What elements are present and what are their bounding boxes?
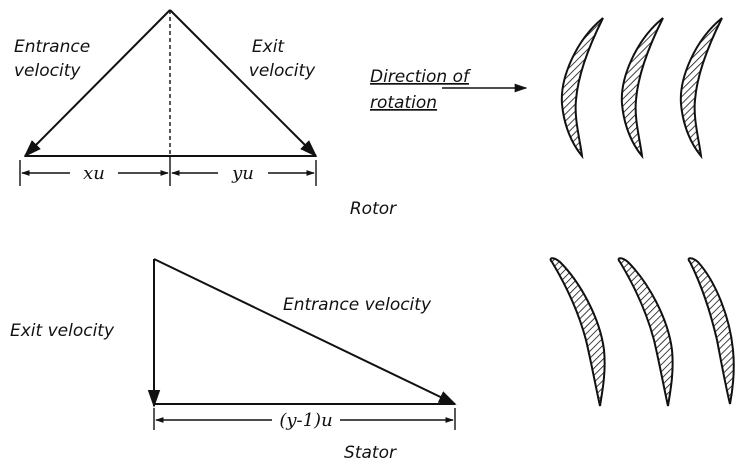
rotor-blade-2 xyxy=(620,17,664,160)
rotor-entrance-label-line1: Entrance xyxy=(14,37,90,57)
stator-blade-3 xyxy=(687,257,735,405)
rotor-velocity-triangle: xu yu Entrance velocity Exit velocity xyxy=(14,9,318,186)
direction-of-rotation: Direction of rotation xyxy=(370,67,528,113)
stator-blade-1 xyxy=(549,257,606,407)
stator-entrance-label: Entrance velocity xyxy=(283,295,432,315)
stator-velocity-triangle: (y-1)u Exit velocity Entrance velocity xyxy=(10,258,457,431)
rotor-exit-label-line1: Exit xyxy=(252,37,286,57)
direction-label-line2: rotation xyxy=(370,93,437,113)
stator-entrance-velocity-arrow xyxy=(153,258,457,405)
stator-blades xyxy=(549,257,735,407)
stator-title: Stator xyxy=(344,443,397,463)
rotor-blade-3 xyxy=(679,17,723,160)
rotor-entrance-velocity-arrow xyxy=(23,9,171,158)
direction-label-line1: Direction of xyxy=(370,67,472,87)
rotor-blade-1 xyxy=(560,17,604,160)
rotor-xu-label: xu xyxy=(83,163,105,184)
stator-base-label: (y-1)u xyxy=(279,410,332,431)
stator-blade-2 xyxy=(617,257,674,407)
rotor-entrance-label-line2: velocity xyxy=(14,61,81,81)
rotor-title: Rotor xyxy=(350,199,397,219)
rotor-yu-label: yu xyxy=(231,163,254,184)
rotor-exit-velocity-arrow xyxy=(169,9,318,158)
stator-exit-label: Exit velocity xyxy=(10,321,115,341)
rotor-blades xyxy=(560,17,723,160)
rotor-exit-label-line2: velocity xyxy=(249,61,316,81)
